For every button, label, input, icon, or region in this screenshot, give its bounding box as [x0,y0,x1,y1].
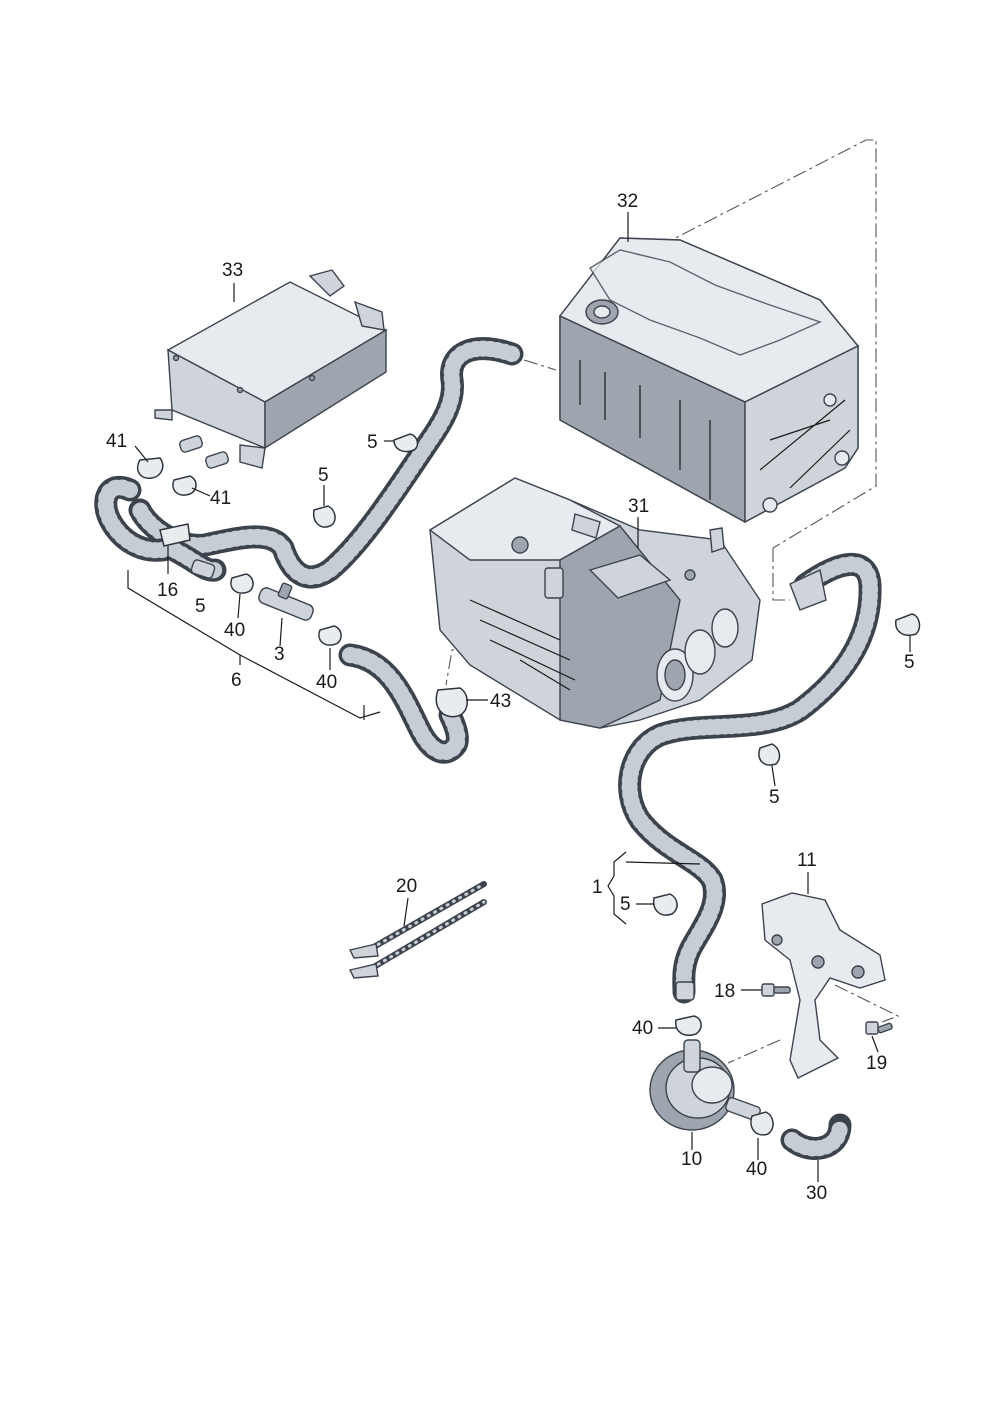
label-5-right: 5 [904,652,915,673]
clamps [136,433,921,1136]
label-33: 33 [222,260,243,281]
cable-ties-20[interactable] [348,881,487,979]
label-40-pump: 40 [746,1159,767,1180]
group-brackets [127,570,701,925]
part-labels: 32 33 5 41 5 41 31 16 5 40 3 5 6 40 43 5… [106,191,915,1204]
label-31: 31 [628,496,649,517]
clamp-40-pump[interactable] [750,1111,774,1136]
label-40-mid: 40 [316,672,337,693]
clamp-40-mid[interactable] [318,625,342,646]
clamp-41-upper[interactable] [136,457,164,479]
label-11: 11 [797,850,817,871]
label-3: 3 [274,644,285,665]
bracket-11[interactable] [761,892,886,1079]
clamp-5-right[interactable] [895,613,921,636]
t-connector-3[interactable] [257,582,315,622]
label-5-mid: 5 [318,465,329,486]
clamp-16[interactable] [159,523,191,547]
pump-10[interactable] [649,1039,761,1131]
clamp-40-left[interactable] [230,573,254,594]
clamp-40-lower[interactable] [675,1015,702,1036]
label-5-upper: 5 [367,432,378,453]
label-16: 16 [157,580,178,601]
label-20: 20 [396,876,417,897]
control-unit-33[interactable] [154,269,388,469]
leader-lines [134,212,911,1182]
clamp-41-lower[interactable] [172,475,197,496]
label-19: 19 [866,1053,887,1074]
label-6: 6 [231,670,242,691]
label-40-lower: 40 [632,1018,653,1039]
label-5-right-low: 5 [769,787,780,808]
bolts [761,983,893,1035]
clamp-5-lower[interactable] [652,893,678,916]
label-41-upper: 41 [106,431,127,452]
clamp-5-mid[interactable] [312,505,336,528]
label-43: 43 [490,691,511,712]
label-5-lower: 5 [620,894,631,915]
electric-motor-31[interactable] [428,477,761,729]
label-41-lower: 41 [210,488,231,509]
housing-block-32[interactable] [558,237,860,524]
clamp-5-upper[interactable] [393,433,419,453]
clamp-43[interactable] [435,687,468,718]
bolt-19[interactable] [865,1021,893,1035]
hoses [94,337,882,1160]
assembly-lines [445,139,900,1064]
clamp-5-right-low[interactable] [758,743,781,766]
label-32: 32 [617,191,638,212]
label-10: 10 [681,1149,702,1170]
bolt-18[interactable] [761,983,791,997]
label-18: 18 [714,981,735,1002]
label-1: 1 [592,877,603,898]
label-40-left: 40 [224,620,245,641]
label-30: 30 [806,1183,827,1204]
label-5-left: 5 [195,596,206,617]
